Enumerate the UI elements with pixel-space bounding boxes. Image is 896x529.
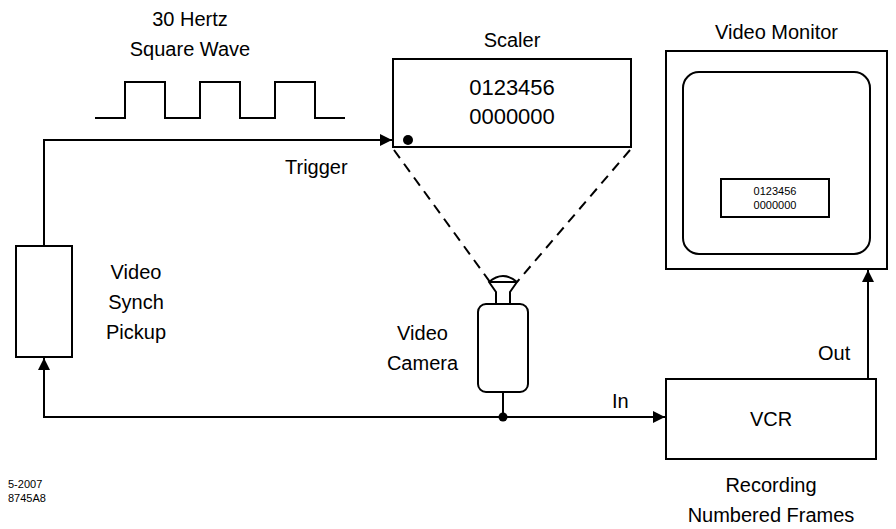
text-holder: 01234560000000 xyxy=(394,60,630,146)
figure-date: 5-2007 xyxy=(8,478,88,492)
text-holder: VCR xyxy=(667,380,875,458)
node-text: 0123456 xyxy=(469,74,555,103)
view-line xyxy=(394,150,490,282)
connector-label: Out xyxy=(818,338,850,368)
scaler-box: 01234560000000Scaler xyxy=(392,58,632,148)
text-holder xyxy=(667,52,886,268)
connector xyxy=(503,393,665,417)
node-heading: Video Synch Pickup xyxy=(91,257,181,347)
connector-label: Trigger xyxy=(285,152,348,182)
text-holder xyxy=(17,247,71,356)
node-text: 0123456 xyxy=(754,184,797,198)
trigger-dot xyxy=(403,135,413,145)
node-heading: Scaler xyxy=(484,25,541,55)
monitor-display: 01234560000000 xyxy=(720,178,830,218)
monitor-screen xyxy=(683,72,870,254)
connector xyxy=(867,270,869,378)
video-monitor: Video Monitor01234560000000 xyxy=(665,50,888,270)
camera-lens xyxy=(489,276,517,303)
node-heading: Recording Numbered Frames xyxy=(682,470,860,529)
node-heading: Video Camera xyxy=(380,318,465,378)
node-text: 0000000 xyxy=(469,103,555,132)
camera-lens-rim xyxy=(489,281,517,283)
signal-label: 30 Hertz Square Wave xyxy=(125,4,255,64)
video-camera: Video Camera xyxy=(477,303,529,393)
node-heading: Video Monitor xyxy=(715,17,838,47)
text-holder xyxy=(479,305,527,391)
square-wave xyxy=(95,82,345,118)
connector-label: In xyxy=(612,386,629,416)
connector xyxy=(44,140,392,245)
vcr-box: VCRRecording Numbered Frames xyxy=(665,378,877,460)
text-holder: 01234560000000 xyxy=(722,180,828,216)
node-text: 0000000 xyxy=(754,198,797,212)
node-text: VCR xyxy=(750,406,792,432)
synch-pickup-box: Video Synch Pickup xyxy=(15,245,73,358)
view-line xyxy=(517,150,630,282)
figure-number: 8745A8 xyxy=(8,492,88,506)
